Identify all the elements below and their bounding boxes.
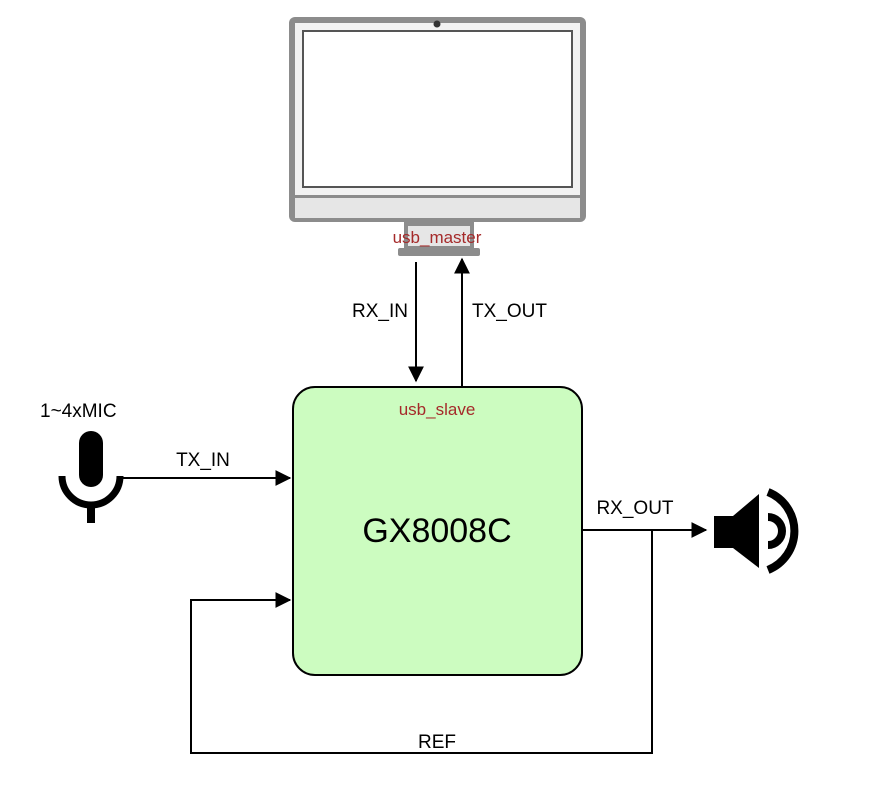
rx-in-label: RX_IN: [352, 301, 408, 322]
mic-count-label: 1~4xMIC: [40, 401, 117, 422]
chip-name: GX8008C: [362, 512, 511, 550]
ref-feedback-arrow: [190, 530, 653, 754]
usb-master-label: usb_master: [393, 228, 482, 247]
speaker-icon: [714, 488, 799, 574]
microphone-icon: [58, 431, 124, 523]
desktop-monitor-icon: [289, 17, 586, 256]
ref-label: REF: [418, 732, 456, 753]
rx-out-label: RX_OUT: [596, 498, 673, 519]
usb-slave-label: usb_slave: [399, 400, 476, 419]
tx-in-label: TX_IN: [176, 450, 230, 471]
tx-out-label: TX_OUT: [472, 301, 547, 322]
